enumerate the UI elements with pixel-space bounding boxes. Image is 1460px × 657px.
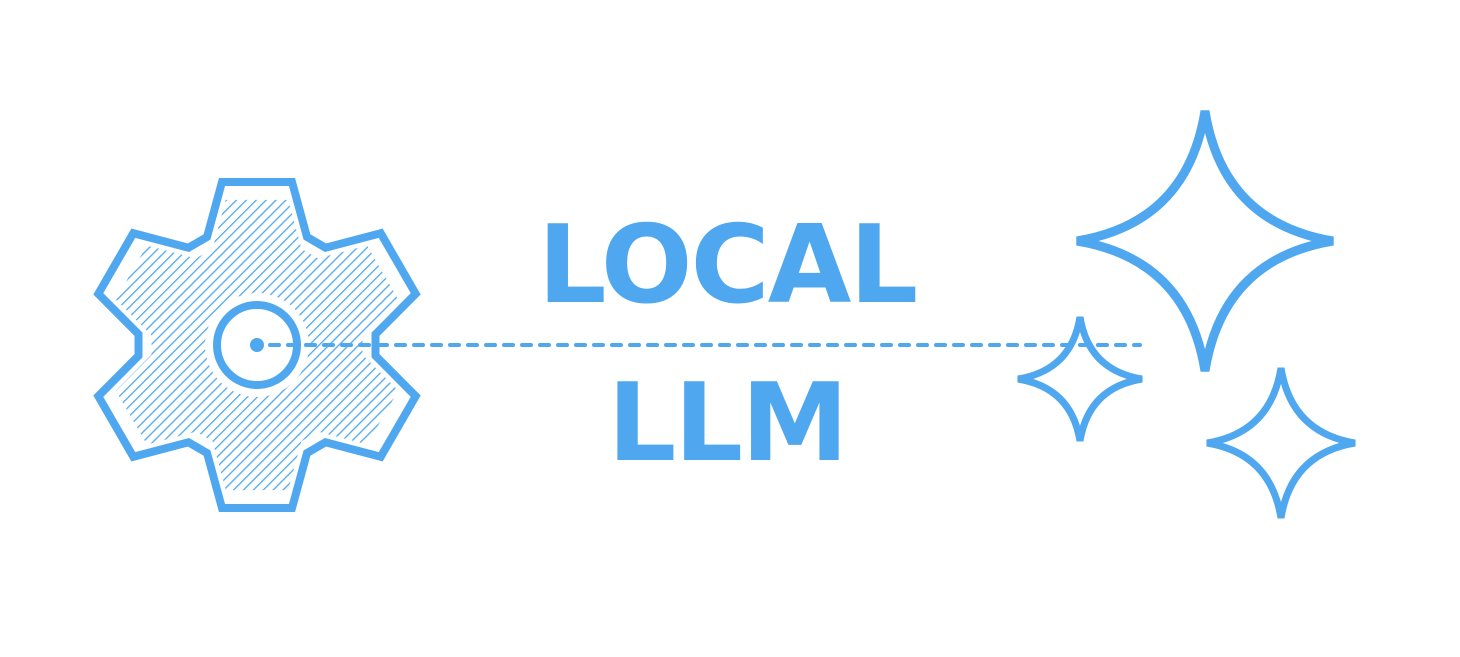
title-line-local: LOCAL bbox=[537, 203, 918, 328]
title-line-llm: LLM bbox=[607, 361, 848, 486]
gear-center-dot bbox=[250, 338, 264, 352]
sparkle-small bbox=[1017, 316, 1143, 442]
sparkle-large bbox=[1076, 110, 1334, 372]
gear-icon bbox=[93, 178, 421, 512]
sparkles-icon bbox=[1017, 110, 1356, 519]
sparkle-medium bbox=[1206, 367, 1356, 519]
